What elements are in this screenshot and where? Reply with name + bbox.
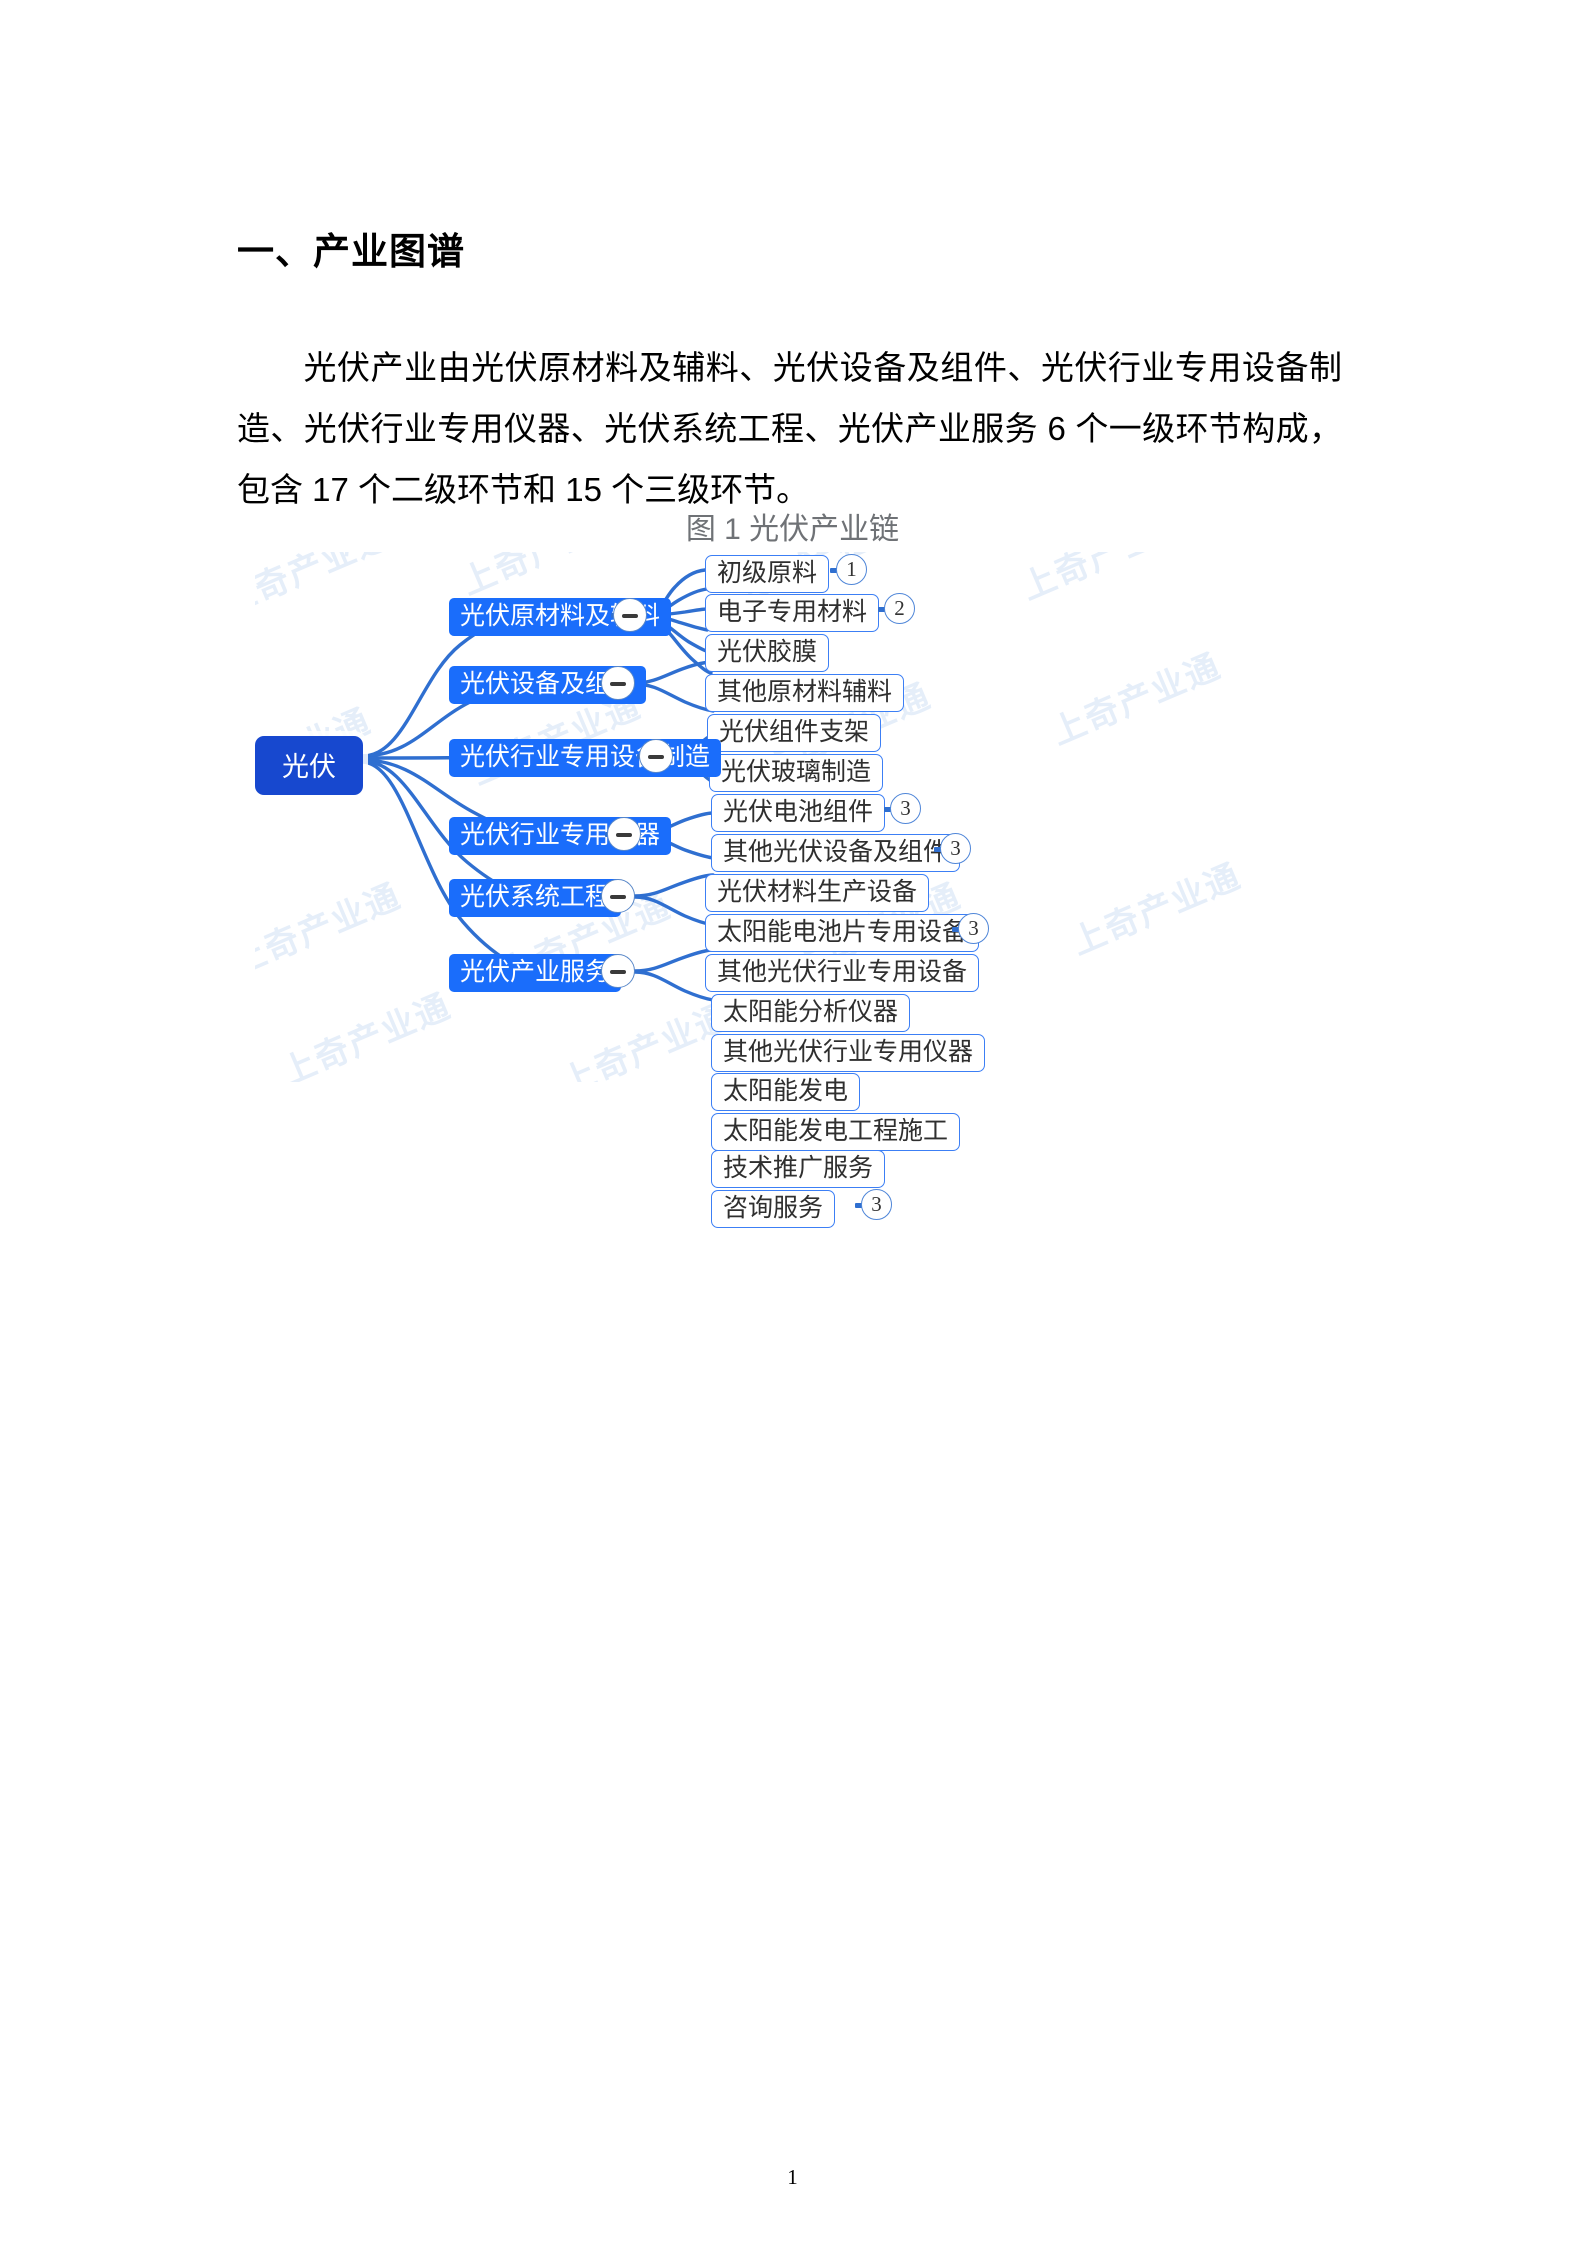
mindmap-branch-label: 光伏产业服务 bbox=[460, 958, 611, 986]
mindmap-leaf-label: 太阳能发电工程施工 bbox=[723, 1117, 949, 1145]
leaf-count-badge: 1 bbox=[836, 554, 867, 585]
mindmap-leaf-label: 电子专用材料 bbox=[717, 598, 868, 626]
mindmap-leaf-label: 光伏玻璃制造 bbox=[721, 758, 872, 786]
mindmap-leaf-node[interactable]: 技术推广服务 bbox=[711, 1150, 886, 1188]
connector-stub bbox=[830, 568, 838, 573]
connector-stub bbox=[884, 807, 892, 812]
collapse-toggle-5[interactable] bbox=[601, 879, 635, 913]
page-number: 1 bbox=[787, 2165, 798, 2189]
leaf-count-badge: 3 bbox=[861, 1189, 892, 1220]
page-title: 一、产业图谱 bbox=[237, 230, 465, 272]
mindmap-root-label: 光伏 bbox=[282, 752, 336, 782]
mindmap-leaf-node[interactable]: 光伏玻璃制造 bbox=[709, 754, 884, 792]
mindmap-leaf-node[interactable]: 其他光伏设备及组件 bbox=[711, 834, 961, 872]
figure-caption: 图 1 光伏产业链 bbox=[685, 513, 900, 546]
collapse-toggle-6[interactable] bbox=[601, 954, 635, 988]
mindmap-branch-node-6[interactable]: 光伏产业服务 bbox=[449, 954, 622, 992]
mindmap-leaf-label: 初级原料 bbox=[717, 559, 818, 587]
mindmap-figure: 上奇产业通 上奇产业通 上奇产业通 上奇产业通 上奇产业通 上奇产业通 上奇产业… bbox=[255, 552, 1355, 1228]
mindmap-leaf-node[interactable]: 咨询服务 bbox=[711, 1190, 836, 1228]
mindmap-leaf-node[interactable]: 其他原材料辅料 bbox=[705, 674, 905, 712]
collapse-toggle-4[interactable] bbox=[607, 817, 641, 851]
connector-stub bbox=[952, 927, 960, 932]
mindmap-leaf-node[interactable]: 光伏胶膜 bbox=[705, 634, 830, 672]
mindmap-branch-node-5[interactable]: 光伏系统工程 bbox=[449, 879, 622, 917]
paragraph-text: 光伏产业由光伏原材料及辅料、光伏设备及组件、光伏行业专用设备制造、光伏行业专用仪… bbox=[237, 349, 1342, 508]
mindmap-leaf-label: 咨询服务 bbox=[723, 1194, 824, 1222]
mindmap-leaf-label: 光伏组件支架 bbox=[719, 718, 870, 746]
mindmap-branch-label: 光伏系统工程 bbox=[460, 883, 611, 911]
mindmap-leaf-label: 其他光伏设备及组件 bbox=[723, 838, 949, 866]
mindmap-leaf-node[interactable]: 太阳能分析仪器 bbox=[711, 994, 911, 1032]
mindmap-leaf-label: 光伏材料生产设备 bbox=[717, 878, 918, 906]
leaf-count-badge: 3 bbox=[958, 913, 989, 944]
leaf-count-badge: 3 bbox=[940, 833, 971, 864]
collapse-toggle-3[interactable] bbox=[639, 739, 673, 773]
mindmap-leaf-node[interactable]: 初级原料 bbox=[705, 555, 830, 593]
mindmap-leaf-node[interactable]: 光伏组件支架 bbox=[707, 714, 882, 752]
connector-stub bbox=[934, 847, 942, 852]
mindmap-leaf-label: 光伏胶膜 bbox=[717, 638, 818, 666]
mindmap-leaf-node[interactable]: 电子专用材料 bbox=[705, 594, 880, 632]
mindmap-root-node[interactable]: 光伏 bbox=[255, 736, 363, 795]
mindmap-leaf-node[interactable]: 光伏电池组件 bbox=[711, 794, 886, 832]
connector-stub bbox=[855, 1203, 863, 1208]
leaf-count-badge: 2 bbox=[884, 593, 915, 624]
mindmap-leaf-node[interactable]: 太阳能发电工程施工 bbox=[711, 1113, 961, 1151]
mindmap-leaf-label: 太阳能分析仪器 bbox=[723, 998, 899, 1026]
mindmap-branch-node-3[interactable]: 光伏行业专用设备制造 bbox=[449, 739, 722, 777]
mindmap-leaf-label: 太阳能电池片专用设备 bbox=[717, 918, 968, 946]
mindmap-leaf-label: 其他光伏行业专用仪器 bbox=[723, 1038, 974, 1066]
mindmap-leaf-node[interactable]: 其他光伏行业专用仪器 bbox=[711, 1034, 986, 1072]
mindmap-leaf-label: 其他光伏行业专用设备 bbox=[717, 958, 968, 986]
leaf-count-badge: 3 bbox=[890, 793, 921, 824]
mindmap-leaf-label: 技术推广服务 bbox=[723, 1154, 874, 1182]
mindmap-leaf-label: 光伏电池组件 bbox=[723, 798, 874, 826]
mindmap-leaf-node[interactable]: 太阳能电池片专用设备 bbox=[705, 914, 980, 952]
mindmap-leaf-node[interactable]: 太阳能发电 bbox=[711, 1073, 861, 1111]
collapse-toggle-1[interactable] bbox=[613, 598, 647, 632]
mindmap-leaf-label: 其他原材料辅料 bbox=[717, 678, 893, 706]
mindmap-leaf-node[interactable]: 光伏材料生产设备 bbox=[705, 874, 930, 912]
collapse-toggle-2[interactable] bbox=[601, 666, 635, 700]
intro-paragraph: 光伏产业由光伏原材料及辅料、光伏设备及组件、光伏行业专用设备制造、光伏行业专用仪… bbox=[237, 337, 1342, 520]
mindmap-leaf-node[interactable]: 其他光伏行业专用设备 bbox=[705, 954, 980, 992]
connector-stub bbox=[878, 607, 886, 612]
mindmap-leaf-label: 太阳能发电 bbox=[723, 1077, 849, 1105]
